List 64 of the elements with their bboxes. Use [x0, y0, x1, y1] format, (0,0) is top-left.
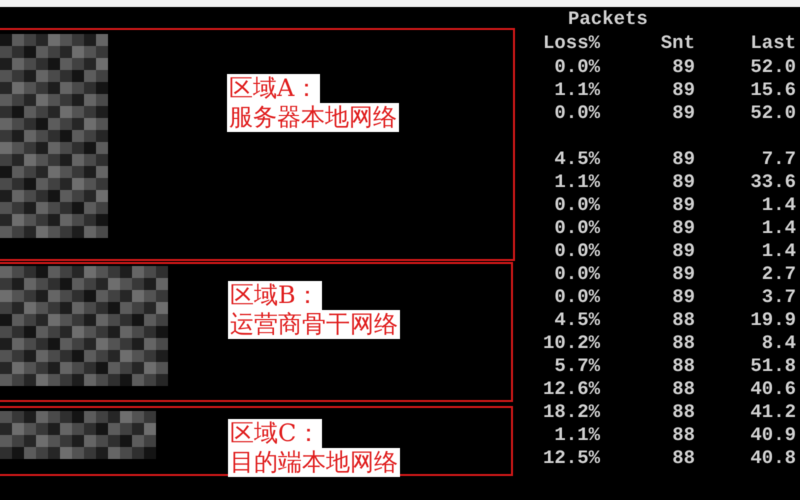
column-header: Last: [750, 32, 796, 54]
table-value: 1.4: [762, 194, 796, 216]
column-header: Loss%: [542, 32, 600, 54]
table-value: 40.8: [750, 447, 796, 469]
table-value: 88: [672, 309, 695, 331]
column-group-header: Packets: [568, 8, 648, 30]
table-value: 88: [672, 401, 695, 423]
table-value: 12.5%: [542, 447, 600, 469]
table-value: 33.6: [750, 171, 796, 193]
table-value: 89: [672, 79, 695, 101]
column-header: Snt: [660, 32, 695, 54]
region-frame: [0, 28, 515, 261]
table-value: 40.9: [750, 424, 796, 446]
region-label: 服务器本地网络: [227, 103, 399, 132]
region-label: 区域B：: [228, 281, 322, 310]
table-value: 40.6: [750, 378, 796, 400]
table-value: 3.7: [762, 286, 796, 308]
table-value: 8.4: [762, 332, 796, 354]
region-label: 运营商骨干网络: [228, 310, 400, 339]
table-value: 0.0%: [554, 240, 600, 262]
table-value: 1.1%: [554, 424, 600, 446]
table-value: 1.4: [762, 217, 796, 239]
table-value: 0.0%: [554, 217, 600, 239]
table-value: 88: [672, 447, 695, 469]
table-value: 1.1%: [554, 171, 600, 193]
region-frame: [0, 262, 513, 402]
region-label: 目的端本地网络: [228, 448, 400, 477]
table-value: 0.0%: [554, 194, 600, 216]
table-value: 89: [672, 286, 695, 308]
table-value: 5.7%: [554, 355, 600, 377]
table-value: 89: [672, 194, 695, 216]
region-label: 区域C：: [228, 419, 322, 448]
table-value: 89: [672, 148, 695, 170]
table-value: 89: [672, 56, 695, 78]
table-value: 88: [672, 355, 695, 377]
table-value: 0.0%: [554, 102, 600, 124]
table-value: 10.2%: [542, 332, 600, 354]
table-value: 12.6%: [542, 378, 600, 400]
table-value: 0.0%: [554, 263, 600, 285]
table-value: 18.2%: [542, 401, 600, 423]
table-value: 89: [672, 263, 695, 285]
table-value: 51.8: [750, 355, 796, 377]
table-value: 1.1%: [554, 79, 600, 101]
region-label: 区域A：: [227, 74, 320, 103]
table-value: 1.4: [762, 240, 796, 262]
table-value: 88: [672, 424, 695, 446]
table-value: 88: [672, 378, 695, 400]
table-value: 4.5%: [554, 148, 600, 170]
table-value: 41.2: [750, 401, 796, 423]
table-value: 89: [672, 171, 695, 193]
table-value: 0.0%: [554, 56, 600, 78]
table-value: 89: [672, 217, 695, 239]
table-value: 7.7: [762, 148, 796, 170]
table-value: 52.0: [750, 56, 796, 78]
table-value: 15.6: [750, 79, 796, 101]
table-value: 89: [672, 102, 695, 124]
table-value: 89: [672, 240, 695, 262]
table-value: 0.0%: [554, 286, 600, 308]
table-value: 19.9: [750, 309, 796, 331]
region-frame: [0, 406, 513, 476]
table-value: 52.0: [750, 102, 796, 124]
table-value: 2.7: [762, 263, 796, 285]
table-value: 4.5%: [554, 309, 600, 331]
table-value: 88: [672, 332, 695, 354]
